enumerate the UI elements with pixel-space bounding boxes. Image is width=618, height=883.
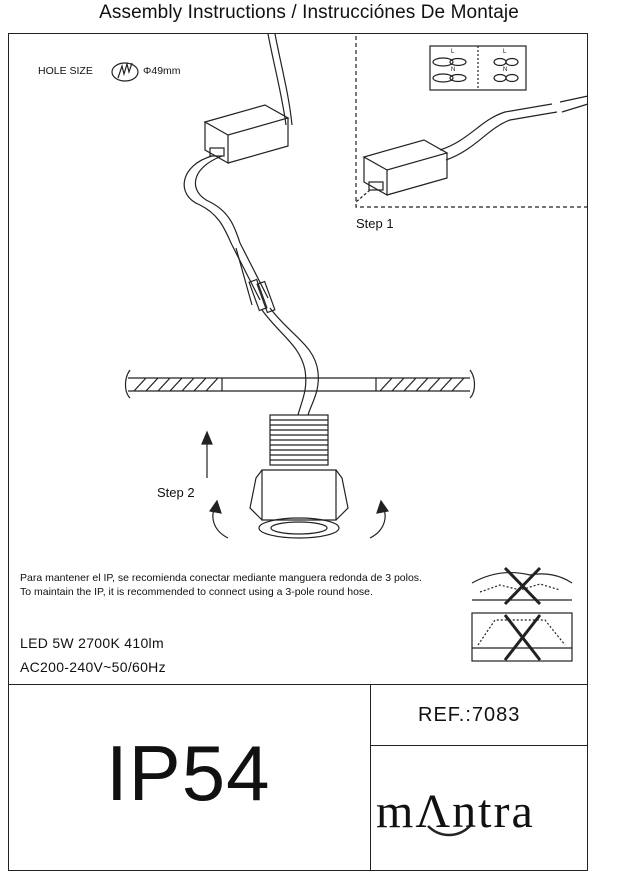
logo-smile	[427, 825, 471, 837]
wiring-neutral-label-left: N	[451, 67, 456, 73]
instruction-frame	[8, 33, 588, 871]
no-flat-cable-warning	[471, 566, 573, 606]
ceiling-section	[124, 369, 476, 399]
spec-led: LED 5W 2700K 410lm	[20, 635, 164, 651]
note-english: To maintain the IP, it is recommended to…	[20, 586, 373, 598]
wiring-live-label-right: L	[503, 49, 507, 55]
note-spanish: Para mantener el IP, se recomienda conec…	[20, 572, 422, 584]
reference-number: REF.:7083	[418, 704, 521, 726]
step-1-label: Step 1	[356, 216, 394, 231]
page-title: Assembly Instructions / Instrucciónes De…	[99, 2, 519, 23]
mantra-logo: mΛntra	[376, 785, 535, 838]
spec-voltage: AC200-240V~50/60Hz	[20, 659, 166, 675]
wiring-diagram	[429, 45, 527, 91]
ip-rating: IP54	[106, 729, 271, 817]
wiring-neutral-label-right: N	[503, 67, 508, 73]
ref-logo-divider	[370, 745, 588, 746]
hole-saw-icon	[111, 61, 139, 82]
step-2-label: Step 2	[157, 485, 195, 500]
hole-size-label: HOLE SIZE	[38, 65, 93, 77]
specs-divider	[8, 684, 588, 685]
driver-box	[203, 104, 290, 165]
ip-ref-divider	[370, 684, 371, 871]
no-open-install-warning	[471, 612, 573, 662]
driver-box-step1	[355, 95, 589, 203]
downlight-fixture	[249, 414, 349, 539]
wiring-live-label-left: L	[451, 49, 455, 55]
hole-size-value: Φ49mm	[143, 65, 181, 77]
